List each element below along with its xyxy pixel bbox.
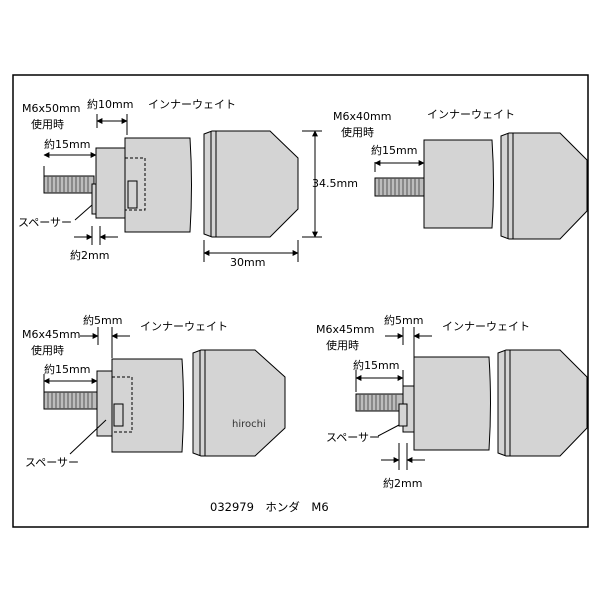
model-usage-label: 使用時 bbox=[326, 339, 359, 352]
inner-weight-body bbox=[124, 137, 192, 233]
inner-weight-body bbox=[423, 139, 494, 229]
watermark: hirochi bbox=[232, 419, 266, 430]
inner-weight-label: インナーウェイト bbox=[442, 320, 530, 333]
panel-bottom-left: M6x45mm 使用時 約5mm インナーウェイト 約15mm hiro bbox=[22, 313, 286, 469]
outer-cap bbox=[192, 349, 286, 457]
model-label: M6x45mm bbox=[316, 323, 374, 336]
outer-cap bbox=[203, 130, 299, 238]
height-label: 34.5mm bbox=[312, 177, 358, 190]
spacer-leader-line bbox=[69, 419, 107, 455]
gap-label: 約5mm bbox=[384, 313, 423, 327]
model-label: M6x50mm bbox=[22, 102, 80, 115]
model-usage-label: 使用時 bbox=[31, 344, 64, 357]
spacer-label: スペーサー bbox=[18, 216, 72, 229]
gap-label: 約10mm bbox=[87, 97, 133, 111]
spacer-thickness-label: 約2mm bbox=[383, 476, 422, 490]
inner-weight-step bbox=[111, 376, 133, 433]
model-label: M6x40mm bbox=[333, 110, 391, 123]
inner-weight-body bbox=[111, 358, 184, 453]
collar bbox=[95, 147, 126, 219]
outer-cap bbox=[497, 349, 588, 457]
outer-cap bbox=[500, 132, 588, 240]
inner-weight-step bbox=[124, 157, 146, 211]
width-label: 30mm bbox=[230, 256, 265, 269]
spacer bbox=[398, 403, 408, 427]
inner-weight-body bbox=[413, 356, 491, 451]
inner-weight-label: インナーウェイト bbox=[148, 98, 236, 111]
thread-length-label: 約15mm bbox=[44, 362, 90, 376]
panel-bottom-right: M6x45mm 使用時 約5mm インナーウェイト 約15mm スペーサー bbox=[316, 313, 588, 490]
model-label: M6x45mm bbox=[22, 328, 80, 341]
panel-top-left: M6x50mm 使用時 約10mm インナーウェイト 約15mm bbox=[18, 97, 358, 269]
thread-length-label: 約15mm bbox=[371, 143, 417, 157]
thread-length-label: 約15mm bbox=[44, 137, 90, 151]
spacer-leader-line bbox=[377, 424, 400, 437]
gap-label: 約5mm bbox=[83, 313, 122, 327]
inner-weight-label: インナーウェイト bbox=[427, 108, 515, 121]
spacer-thickness-label: 約2mm bbox=[70, 248, 109, 262]
footer-caption: 032979 ホンダ M6 bbox=[210, 500, 329, 514]
thread-length-label: 約15mm bbox=[353, 358, 399, 372]
outer-frame bbox=[12, 74, 589, 528]
spacer-label: スペーサー bbox=[25, 456, 79, 469]
spacer-label: スペーサー bbox=[326, 431, 380, 444]
model-usage-label: 使用時 bbox=[341, 126, 374, 139]
spacer-leader-line bbox=[74, 204, 93, 221]
inner-weight-label: インナーウェイト bbox=[140, 320, 228, 333]
panel-top-right: M6x40mm 使用時 インナーウェイト 約15mm bbox=[333, 108, 588, 240]
model-usage-label: 使用時 bbox=[31, 118, 64, 131]
